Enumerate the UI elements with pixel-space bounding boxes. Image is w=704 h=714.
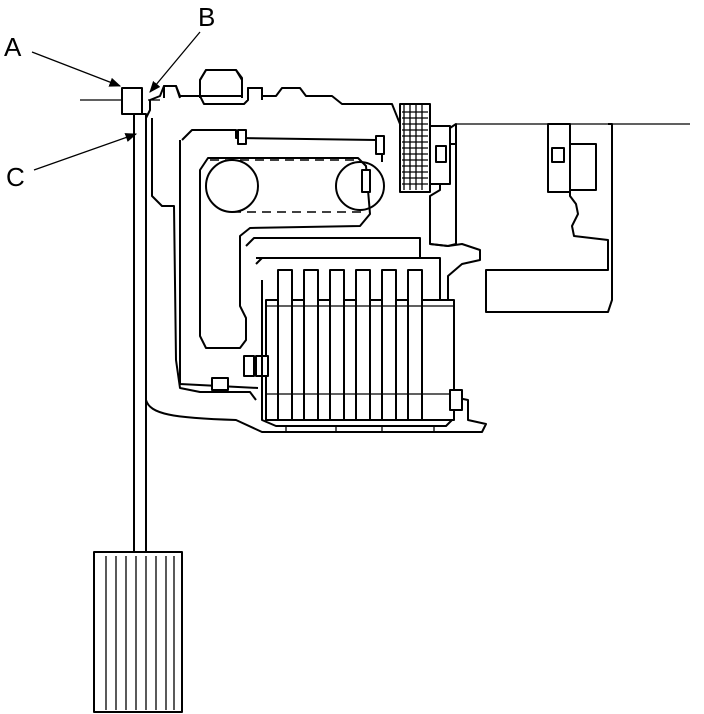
leader-arrow-b: [149, 31, 201, 93]
callout-a: A: [4, 32, 22, 62]
callout-c: C: [6, 162, 25, 192]
oil-passage: [205, 159, 385, 213]
leader-arrow-a: [31, 51, 122, 87]
clutch-plate-pack: [211, 257, 463, 432]
gauge-rod: [133, 113, 147, 553]
check-ball-left: [205, 159, 259, 213]
snap-ring-hatching: [402, 104, 428, 190]
gauge-base: [93, 551, 183, 713]
check-ball-right: [335, 161, 385, 211]
measuring-gauge: [93, 87, 183, 713]
leader-arrow-c: [33, 133, 138, 171]
callout-b: B: [198, 2, 215, 32]
gauge-tip: [121, 87, 143, 115]
gauge-base-ribs: [105, 556, 175, 710]
leader-arrows: [31, 31, 201, 171]
shaft-bracket: [399, 103, 613, 313]
